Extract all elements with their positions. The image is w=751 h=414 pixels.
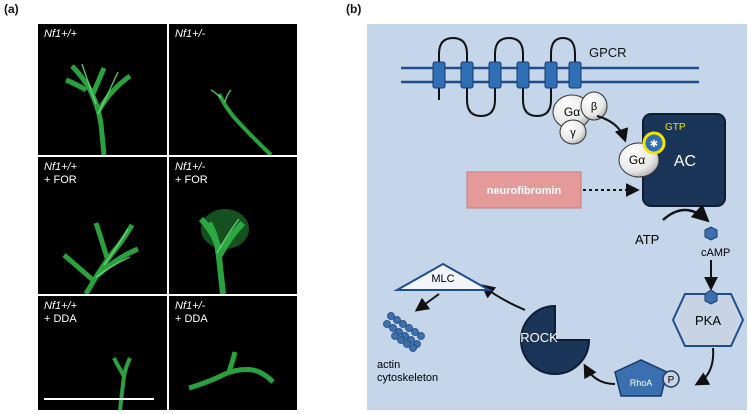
neuron-growth-cone-icon [62,222,139,294]
pka-camp-icon [704,289,718,305]
pka-hexagon [671,293,745,347]
tile-genotype: Nf1+/- [175,300,206,312]
neuron-growth-cone-icon [198,209,249,294]
g-beta-subunit [580,91,608,121]
atp-label: ATP [635,232,659,247]
tile-genotype: Nf1+/- [175,28,206,40]
neurofibromin-label: neurofibromin [487,185,562,197]
tile-treatment: + DDA [44,313,77,325]
gpcr-label: GPCR [589,45,627,60]
neuron-growth-cone-icon [210,89,273,155]
neuron-growth-cone-icon [65,63,132,155]
neurofibromin-box [466,171,582,209]
actin-filament-icon [383,312,425,352]
g-gamma-subunit [559,119,587,145]
actin-label: actin [377,359,400,371]
gtp-label: GTP [665,122,686,133]
gtp-star-icon: ✱ [650,139,658,150]
tile-genotype: Nf1+/- [175,161,206,173]
phosphate-icon [662,370,680,388]
tile-treatment: + FOR [44,174,77,186]
arrow-g-to-ac [596,115,629,143]
mlc-label: MLC [431,273,454,285]
tile-genotype: Nf1+/+ [44,300,78,312]
camp-icon [704,226,718,241]
rock-label: ROCK [520,330,558,345]
camp-label: cAMP [701,247,730,259]
ac-g-alpha-label: Gα [629,153,645,167]
panel-a-label: (a) [4,2,19,16]
tile-treatment: + FOR [175,174,208,186]
arrow-mlc-to-actin [414,293,440,312]
rhoa-label: RhoA [630,378,653,388]
micrograph-nf1-het-for: Nf1+/-+ FOR [169,157,297,294]
micrograph-nf1-wt-for: Nf1+/++ FOR [38,157,167,294]
tile-treatment: + DDA [175,313,208,325]
tile-genotype: Nf1+/+ [44,161,78,173]
panel-b-label: (b) [346,2,362,16]
g-gamma-label: γ [570,127,576,139]
arrow-rhoa-to-rock [583,363,616,385]
gpcr-receptor-icon [432,36,582,118]
g-alpha-label: Gα [564,105,580,119]
atp-conversion-arrow [662,204,710,223]
phosphate-label: P [668,375,675,386]
ac-label: AC [674,153,696,170]
neuron-growth-cone-icon [188,351,275,391]
micrograph-nf1-wt: Nf1+/+ [38,24,167,155]
g-beta-label: β [591,101,597,113]
g-protein-trimer [552,91,608,145]
gtp-icon [642,131,666,155]
tile-genotype: Nf1+/+ [44,28,78,40]
rock-shape [520,304,591,375]
micrograph-nf1-wt-dda: Nf1+/++ DDA [38,296,167,410]
micrograph-nf1-het: Nf1+/- [169,24,297,155]
signaling-pathway-diagram: GPCR Gα β γ AC Gα ✱ GTP neurofibromin AT… [367,24,747,410]
cytoskeleton-label: cytoskeleton [377,372,438,384]
micrograph-nf1-het-dda: Nf1+/-+ DDA [169,296,297,410]
pka-label: PKA [695,313,721,328]
scale-bar [44,398,154,400]
arrow-pka-to-rhoa [694,347,715,386]
mlc-triangle [393,262,493,291]
